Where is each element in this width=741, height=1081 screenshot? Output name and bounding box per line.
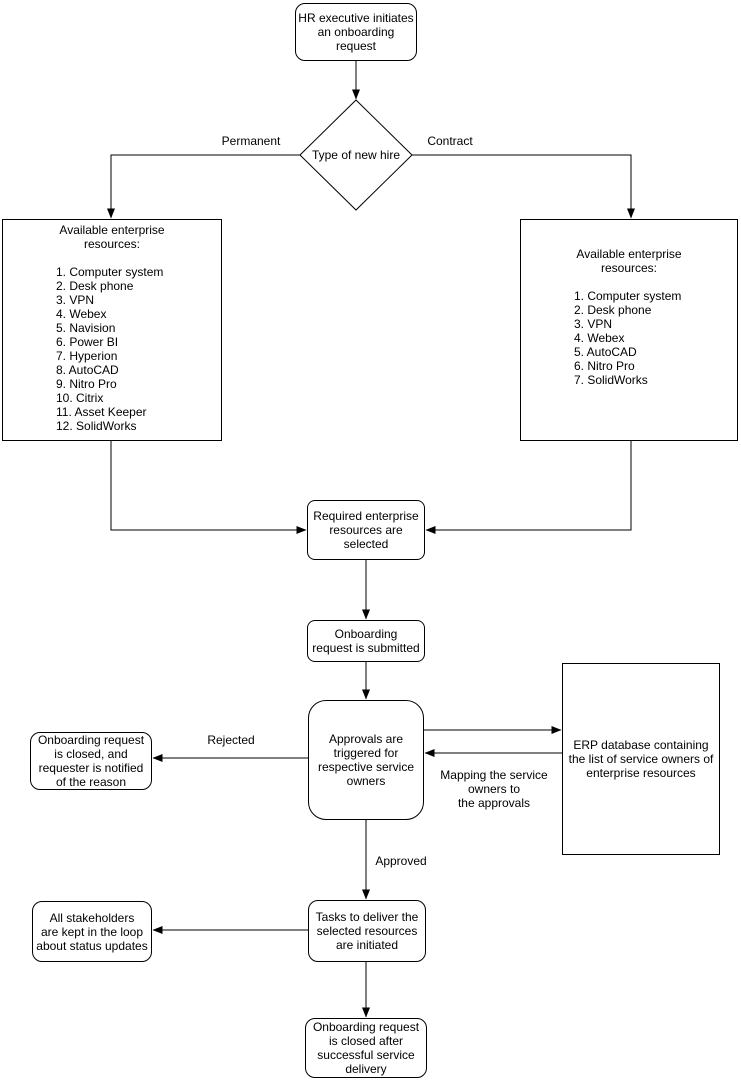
closed-success-node: Onboarding request is closed after succe…	[305, 1018, 427, 1078]
list-item: 9. Nitro Pro	[56, 377, 117, 391]
approvals-node: Approvals are triggered for respective s…	[308, 700, 424, 820]
request-submitted-label: Onboarding request is submitted	[312, 627, 420, 655]
start-node-label: HR executive initiates an onboarding req…	[298, 11, 414, 53]
list-item: 2. Desk phone	[574, 303, 652, 317]
list-item: 1. Computer system	[56, 265, 164, 279]
edge-permanent-to-required	[110, 441, 307, 534]
contract-resources-title: Available enterprise resources:	[576, 247, 682, 275]
stakeholders-node: All stakeholders are kept in the loop ab…	[32, 901, 152, 962]
list-item: 3. VPN	[574, 317, 613, 331]
closed-rejected-node: Onboarding request is closed, and reques…	[30, 732, 152, 790]
edge-contract-to-required	[425, 441, 632, 534]
edge-label-rejected: Rejected	[205, 733, 257, 747]
permanent-resources-box: Available enterprise resources: 1. Compu…	[2, 219, 222, 441]
required-resources-node: Required enterprise resources are select…	[307, 500, 425, 560]
permanent-resources-list: 1. Computer system 2. Desk phone 3. VPN …	[3, 265, 221, 433]
list-item: 6. Power BI	[56, 335, 119, 349]
erp-database-node: ERP database containing the list of serv…	[562, 663, 720, 855]
approvals-label: Approvals are triggered for respective s…	[317, 732, 415, 788]
closed-rejected-label: Onboarding request is closed, and reques…	[37, 733, 145, 789]
edge-permanent	[107, 154, 300, 219]
permanent-resources-title: Available enterprise resources:	[59, 223, 165, 251]
contract-resources-list: 1. Computer system 2. Desk phone 3. VPN …	[521, 289, 737, 387]
list-item: 7. Hyperion	[56, 349, 118, 363]
edge-label-mapping: Mapping the service owners to the approv…	[438, 768, 550, 810]
decision-label: Type of new hire	[311, 148, 401, 162]
list-item: 11. Asset Keeper	[56, 405, 147, 419]
decision-diamond	[299, 99, 413, 211]
list-item: 4. Webex	[56, 307, 107, 321]
list-item: 5. Navision	[56, 321, 116, 335]
edge-label-approved: Approved	[373, 854, 429, 868]
tasks-label: Tasks to deliver the selected resources …	[315, 910, 419, 952]
list-item: 6. Nitro Pro	[574, 359, 635, 373]
list-item: 10. Citrix	[56, 391, 104, 405]
edge-label-contract: Contract	[425, 134, 475, 148]
closed-success-label: Onboarding request is closed after succe…	[312, 1020, 420, 1076]
list-item: 12. SolidWorks	[56, 419, 137, 433]
list-item: 8. AutoCAD	[56, 363, 119, 377]
list-item: 5. AutoCAD	[574, 345, 637, 359]
list-item: 1. Computer system	[574, 289, 682, 303]
edge-contract	[412, 154, 635, 219]
required-resources-label: Required enterprise resources are select…	[313, 509, 419, 551]
request-submitted-node: Onboarding request is submitted	[307, 620, 425, 662]
list-item: 3. VPN	[56, 293, 95, 307]
erp-database-label: ERP database containing the list of serv…	[568, 738, 714, 780]
list-item: 7. SolidWorks	[574, 373, 648, 387]
list-item: 4. Webex	[574, 331, 625, 345]
start-node: HR executive initiates an onboarding req…	[295, 3, 417, 61]
edge-label-permanent: Permanent	[219, 134, 283, 148]
list-item: 2. Desk phone	[56, 279, 134, 293]
tasks-node: Tasks to deliver the selected resources …	[308, 900, 426, 962]
stakeholders-label: All stakeholders are kept in the loop ab…	[36, 910, 148, 953]
contract-resources-box: Available enterprise resources: 1. Compu…	[520, 219, 738, 441]
